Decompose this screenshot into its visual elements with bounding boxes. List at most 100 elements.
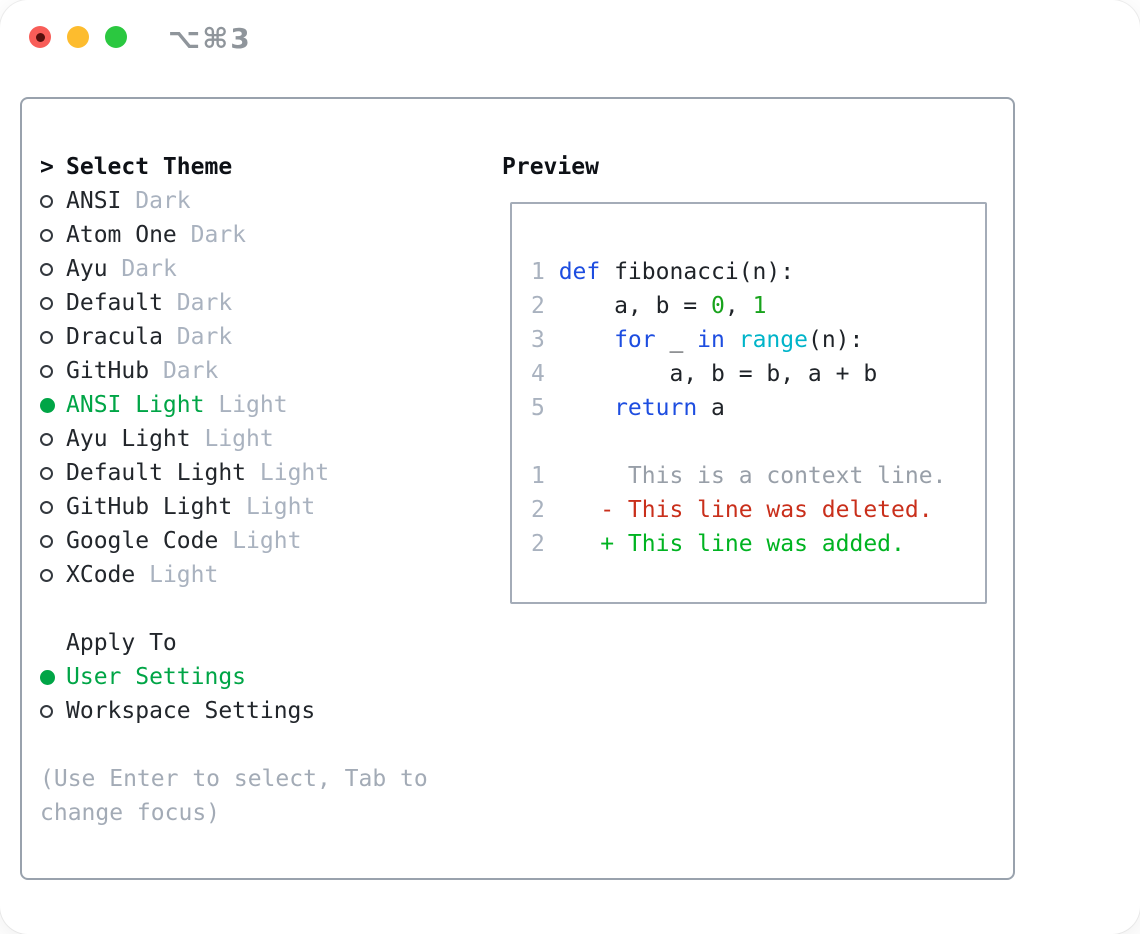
theme-name: ANSI [66, 188, 122, 214]
apply-option-label: Workspace Settings [66, 698, 316, 724]
theme-option-atom-one-dark[interactable]: Atom One Dark [40, 218, 460, 252]
theme-option-github-dark[interactable]: GitHub Dark [40, 354, 460, 388]
radio-icon [40, 432, 53, 446]
code-token [725, 327, 739, 353]
window-shortcut-label: ⌥⌘3 [168, 22, 252, 55]
theme-name: Atom One [66, 222, 177, 248]
diff-deleted-line: 2 - This line was deleted. [531, 493, 985, 527]
keyword-token: for [614, 327, 656, 353]
close-button[interactable] [29, 26, 51, 48]
line-number: 3 [531, 327, 545, 353]
code-token: a, b = [558, 293, 712, 319]
theme-option-default-dark[interactable]: Default Dark [40, 286, 460, 320]
keyword-token: in [697, 327, 725, 353]
theme-option-dracula-dark[interactable]: Dracula Dark [40, 320, 460, 354]
code-token: (n): [807, 327, 864, 353]
line-number: 2 [531, 497, 545, 523]
code-token: _ [655, 327, 698, 353]
diff-context-line: 1 This is a context line. [531, 459, 985, 493]
context-text: This is a context line. [558, 463, 947, 489]
theme-selector: > Select Theme ANSI Dark Atom One Dark A… [40, 150, 460, 830]
code-line: 5 return a [531, 391, 985, 425]
code-line: 3 for _ in range(n): [531, 323, 985, 357]
radio-icon [40, 534, 53, 548]
prompt-caret-icon: > [40, 154, 54, 180]
theme-option-ansi-dark[interactable]: ANSI Dark [40, 184, 460, 218]
keyword-token: return [614, 395, 698, 421]
select-theme-header: > Select Theme [40, 150, 460, 184]
theme-option-ayu-dark[interactable]: Ayu Dark [40, 252, 460, 286]
theme-option-ansi-light[interactable]: ANSI Light Light [40, 388, 460, 422]
theme-tag: Dark [135, 188, 191, 214]
theme-name: GitHub Light [66, 494, 233, 520]
radio-icon [40, 704, 53, 718]
theme-name: Ayu [66, 256, 108, 282]
radio-selected-icon [40, 397, 55, 413]
radio-icon [40, 466, 53, 480]
diff-added-line: 2 + This line was added. [531, 527, 985, 561]
theme-tag: Dark [176, 290, 233, 316]
help-text: (Use Enter to select, Tab to change focu… [40, 766, 428, 826]
minimize-button[interactable] [67, 26, 89, 48]
theme-option-default-light[interactable]: Default Light Light [40, 456, 460, 490]
code-token: fibonacci(n): [600, 259, 795, 285]
code-token: a, b = b, a + b [558, 361, 878, 387]
theme-tag: Dark [176, 324, 233, 350]
preview-title: Preview [502, 154, 599, 180]
number-token: 1 [752, 293, 767, 319]
theme-tag: Light [149, 562, 219, 588]
radio-icon [40, 500, 53, 514]
select-theme-title: Select Theme [66, 154, 233, 180]
theme-tag: Dark [121, 256, 177, 282]
spacer [40, 592, 460, 626]
apply-to-header: Apply To [40, 626, 460, 660]
code-token: , [724, 293, 753, 319]
theme-name: Default [66, 290, 163, 316]
theme-tag: Light [259, 460, 330, 486]
line-number: 2 [531, 531, 545, 557]
radio-icon [40, 330, 53, 344]
theme-option-google-code-light[interactable]: Google Code Light [40, 524, 460, 558]
zoom-button[interactable] [105, 26, 127, 48]
theme-tag: Light [204, 426, 274, 452]
added-text: + This line was added. [558, 531, 905, 557]
theme-name: Ayu Light [66, 426, 191, 452]
radio-icon [40, 568, 53, 582]
line-number: 4 [531, 361, 545, 387]
radio-icon [40, 194, 53, 208]
theme-name: GitHub [66, 358, 150, 384]
apply-option-user-settings[interactable]: User Settings [40, 660, 460, 694]
apply-option-workspace-settings[interactable]: Workspace Settings [40, 694, 460, 728]
theme-option-ayu-light[interactable]: Ayu Light Light [40, 422, 460, 456]
theme-tag: Light [218, 392, 288, 418]
radio-selected-icon [40, 669, 55, 685]
radio-icon [40, 228, 53, 242]
line-number: 2 [531, 293, 545, 319]
theme-option-github-light[interactable]: GitHub Light Light [40, 490, 460, 524]
number-token: 0 [711, 293, 725, 319]
line-number: 1 [531, 259, 545, 285]
radio-icon [40, 262, 53, 276]
spacer [531, 425, 985, 459]
theme-name: XCode [66, 562, 136, 588]
code-line: 4 a, b = b, a + b [531, 357, 985, 391]
theme-name: Default Light [66, 460, 247, 486]
deleted-text: - This line was deleted. [558, 497, 933, 523]
radio-icon [40, 364, 53, 378]
builtin-token: range [738, 327, 808, 353]
theme-name: Dracula [66, 324, 163, 350]
theme-option-xcode-light[interactable]: XCode Light [40, 558, 460, 592]
code-token [559, 395, 614, 421]
line-number: 5 [531, 395, 545, 421]
theme-tag: Light [246, 494, 316, 520]
theme-name: Google Code [66, 528, 219, 554]
code-line: 1 def fibonacci(n): [531, 255, 985, 289]
code-token: a [697, 395, 725, 421]
line-number: 1 [531, 463, 545, 489]
apply-option-label: User Settings [66, 664, 247, 690]
code-line: 2 a, b = 0, 1 [531, 289, 985, 323]
keyword-token: def [558, 259, 601, 285]
window-controls [29, 26, 127, 48]
preview-pane: 1 def fibonacci(n): 2 a, b = 0, 1 3 for _… [510, 202, 987, 604]
